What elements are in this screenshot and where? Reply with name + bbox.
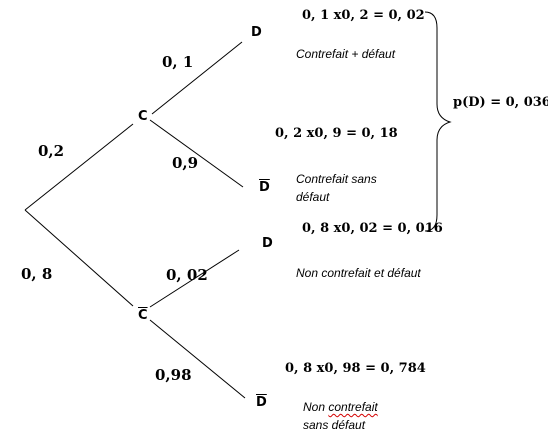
note-sans-defaut: sans défaut	[303, 418, 366, 432]
branch-root-to-not-c	[24, 209, 134, 307]
note-non-contrefait-defaut: Non contrefait et défaut	[296, 266, 421, 280]
summation-brace	[424, 11, 452, 232]
branch-not-c-to-d	[149, 249, 240, 308]
prob-not-c-to-not-d: 0,98	[155, 366, 192, 384]
prob-root-to-not-c: 0, 8	[21, 265, 53, 283]
branch-root-to-c	[24, 123, 134, 211]
note-contrefait-sans-defaut: Contrefait sans défaut	[296, 172, 377, 204]
node-not-d-upper: D	[259, 180, 270, 195]
node-c: C	[138, 109, 148, 124]
prob-c-to-not-d: 0,9	[172, 154, 199, 172]
formula-contrefait-defaut: 0, 1 x0, 2 = 0, 02	[302, 8, 425, 23]
total-probability: p(D) = 0, 036	[453, 95, 548, 110]
prob-c-to-d: 0, 1	[162, 53, 194, 71]
note-contrefait-word: contrefait	[328, 400, 378, 414]
prob-not-c-to-d: 0, 02	[166, 266, 208, 284]
branch-not-c-to-not-d	[149, 319, 246, 399]
node-d-upper: D	[251, 25, 262, 40]
branch-c-to-not-d	[149, 119, 244, 188]
node-d-lower: D	[262, 236, 273, 251]
formula-non-contrefait-sans-defaut: 0, 8 x0, 98 = 0, 784	[285, 361, 426, 376]
node-not-d-lower: D	[256, 395, 267, 410]
formula-contrefait-sans-defaut: 0, 2 x0, 9 = 0, 18	[275, 126, 398, 141]
note-contrefait-defaut: Contrefait + défaut	[296, 47, 396, 61]
prob-root-to-c: 0,2	[38, 142, 65, 160]
note-non-word: Non	[303, 400, 326, 414]
note-non-contrefait-sans-defaut: Non contrefait sans défaut	[303, 398, 413, 434]
node-not-c: C	[138, 308, 148, 323]
formula-non-contrefait-defaut: 0, 8 x0, 02 = 0, 016	[302, 221, 443, 236]
branch-c-to-d	[151, 41, 243, 115]
